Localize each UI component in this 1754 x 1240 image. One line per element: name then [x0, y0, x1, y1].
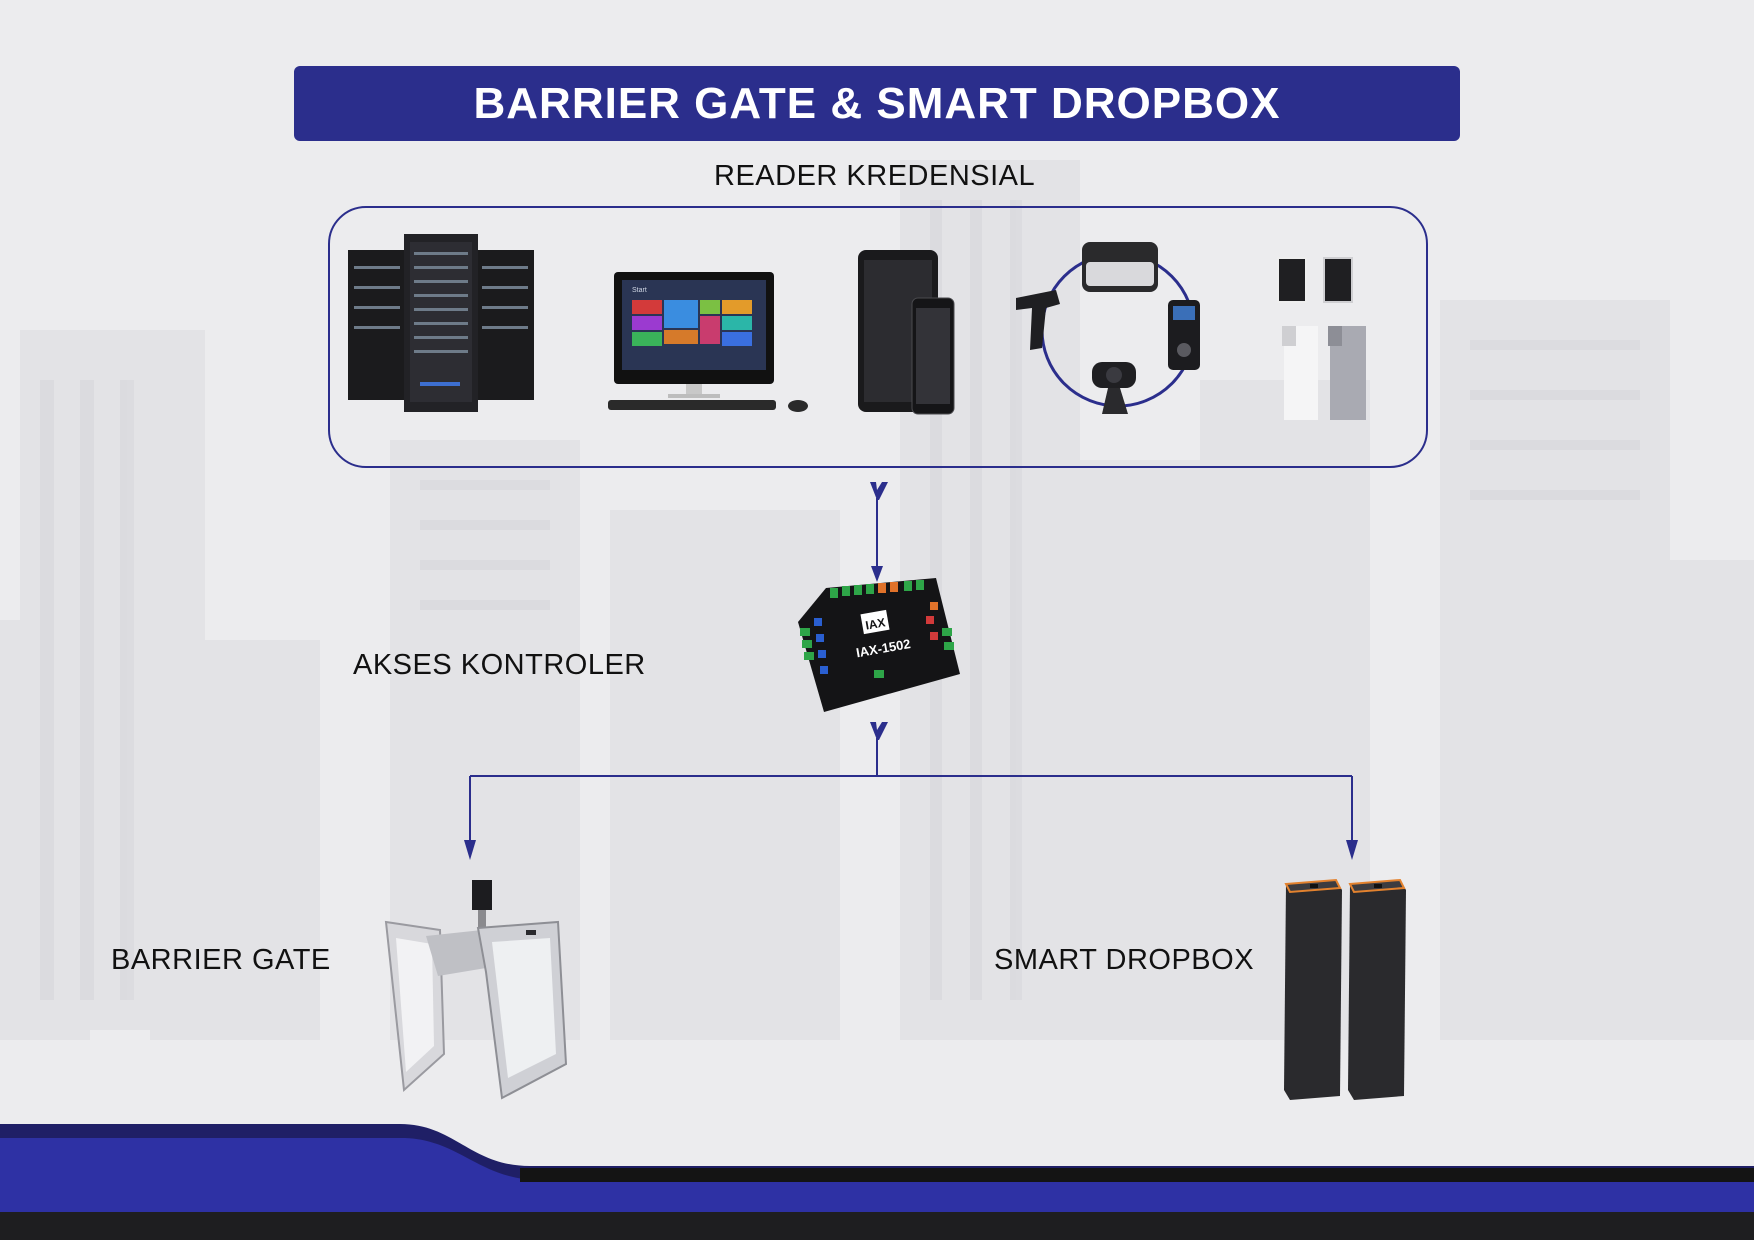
page-title: BARRIER GATE & SMART DROPBOX [473, 78, 1281, 128]
passport-scanner-icon [1082, 242, 1158, 292]
smart-dropbox-label: SMART DROPBOX [994, 944, 1255, 976]
access-controller-board: IAX IAX-1502 [798, 578, 960, 712]
barcode-scanner-icon [1016, 290, 1060, 350]
server-rack-icon [348, 234, 534, 412]
peripheral-readers-icon [1016, 242, 1200, 414]
title-banner: BARRIER GATE & SMART DROPBOX [294, 66, 1460, 141]
controller-label: AKSES KONTROLER [353, 649, 646, 681]
fingerprint-terminal-icon [1168, 300, 1200, 370]
screen-start-text: Start [632, 287, 647, 294]
reader-label: READER KREDENSIAL [714, 160, 1036, 192]
webcam-icon [1092, 362, 1136, 414]
desktop-computer-icon: Start [608, 272, 808, 412]
kiosk-stand-icon [1277, 257, 1366, 420]
barrier-gate-label: BARRIER GATE [111, 944, 331, 976]
controller-logo: IAX [864, 615, 886, 632]
barrier-gate-icon [384, 880, 568, 1100]
reader-devices-panel [328, 206, 1428, 468]
smart-dropbox-icon [1284, 878, 1406, 1100]
tablet-phone-icon [858, 250, 955, 415]
